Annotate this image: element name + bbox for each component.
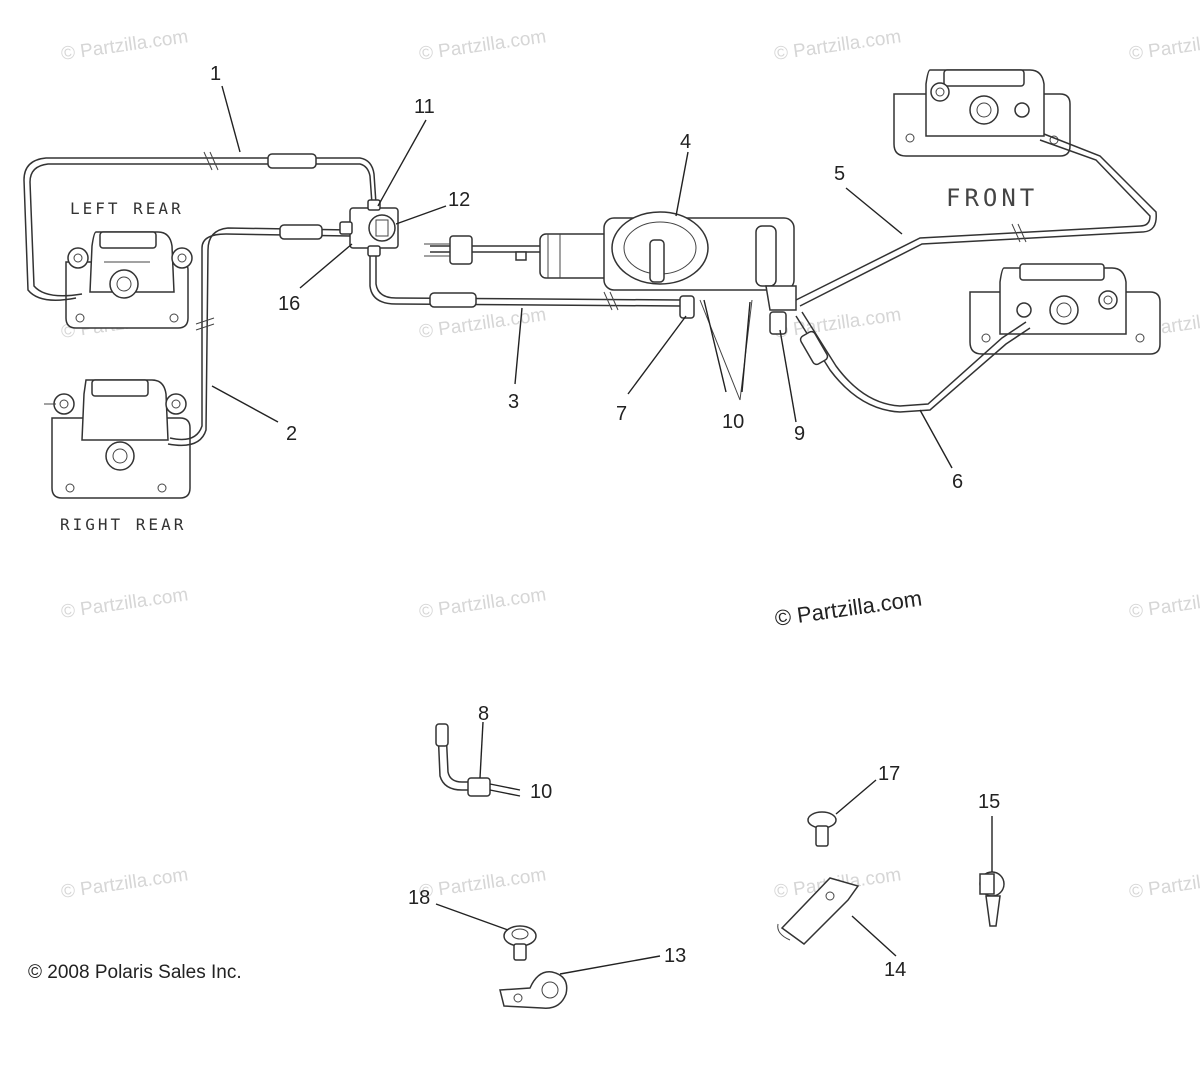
callout-9: 9 [794, 423, 805, 445]
left-rear-label: LEFT REAR [70, 199, 184, 218]
callout-10: 10 [722, 411, 744, 433]
part-18-bolt [435, 903, 537, 961]
part-13-clamp [499, 955, 661, 1009]
callout-7: 7 [616, 403, 627, 425]
callout-16: 16 [278, 293, 300, 315]
callout-6: 6 [952, 471, 963, 493]
callout-17: 17 [878, 763, 900, 785]
callout-14: 14 [884, 959, 906, 981]
watermark: © Partzilla.com [60, 864, 190, 903]
watermark: © Partzilla.com [60, 26, 190, 65]
front-label: FRONT [946, 184, 1038, 212]
callout-18: 18 [408, 887, 430, 909]
callout-8: 8 [478, 703, 489, 725]
callout-15: 15 [978, 791, 1000, 813]
partzilla-watermark: © Partzilla.com [773, 586, 923, 631]
watermark: © Partzilla.com [418, 26, 548, 65]
watermark: © Partzilla.com [1128, 26, 1200, 65]
callout-3: 3 [508, 391, 519, 413]
leader-lines [211, 85, 953, 469]
front-left-caliper [893, 69, 1071, 157]
front-right-caliper [969, 263, 1161, 355]
brake-distributor-block [339, 199, 399, 257]
callout-2: 2 [286, 423, 297, 445]
watermark: © Partzilla.com [418, 864, 548, 903]
watermark: © Partzilla.com [773, 26, 903, 65]
callout-numbers: 1 2 3 4 5 6 7 8 9 10 10 11 12 13 14 15 1… [210, 63, 1000, 981]
watermark: © Partzilla.com [1128, 864, 1200, 903]
callout-1: 1 [210, 63, 221, 85]
watermark: © Partzilla.com [418, 304, 548, 343]
watermark: © Partzilla.com [1128, 584, 1200, 623]
brake-lines [23, 133, 1157, 447]
part-15-clip [979, 816, 1005, 927]
callout-5: 5 [834, 163, 845, 185]
part-8-bracket [435, 721, 521, 797]
callout-4: 4 [680, 131, 691, 153]
right-rear-caliper [44, 379, 191, 499]
right-rear-label: RIGHT REAR [60, 515, 186, 534]
copyright-notice: © 2008 Polaris Sales Inc. [28, 962, 242, 983]
watermark: © Partzilla.com [418, 584, 548, 623]
watermark: © Partzilla.com [60, 584, 190, 623]
callout-11: 11 [414, 96, 435, 118]
callout-10: 10 [530, 781, 552, 803]
part-17-screw [807, 779, 877, 847]
left-rear-caliper [65, 231, 193, 329]
master-cylinder [424, 211, 797, 401]
part-14-bracket [777, 877, 897, 957]
callout-12: 12 [448, 189, 470, 211]
callout-13: 13 [664, 945, 686, 967]
